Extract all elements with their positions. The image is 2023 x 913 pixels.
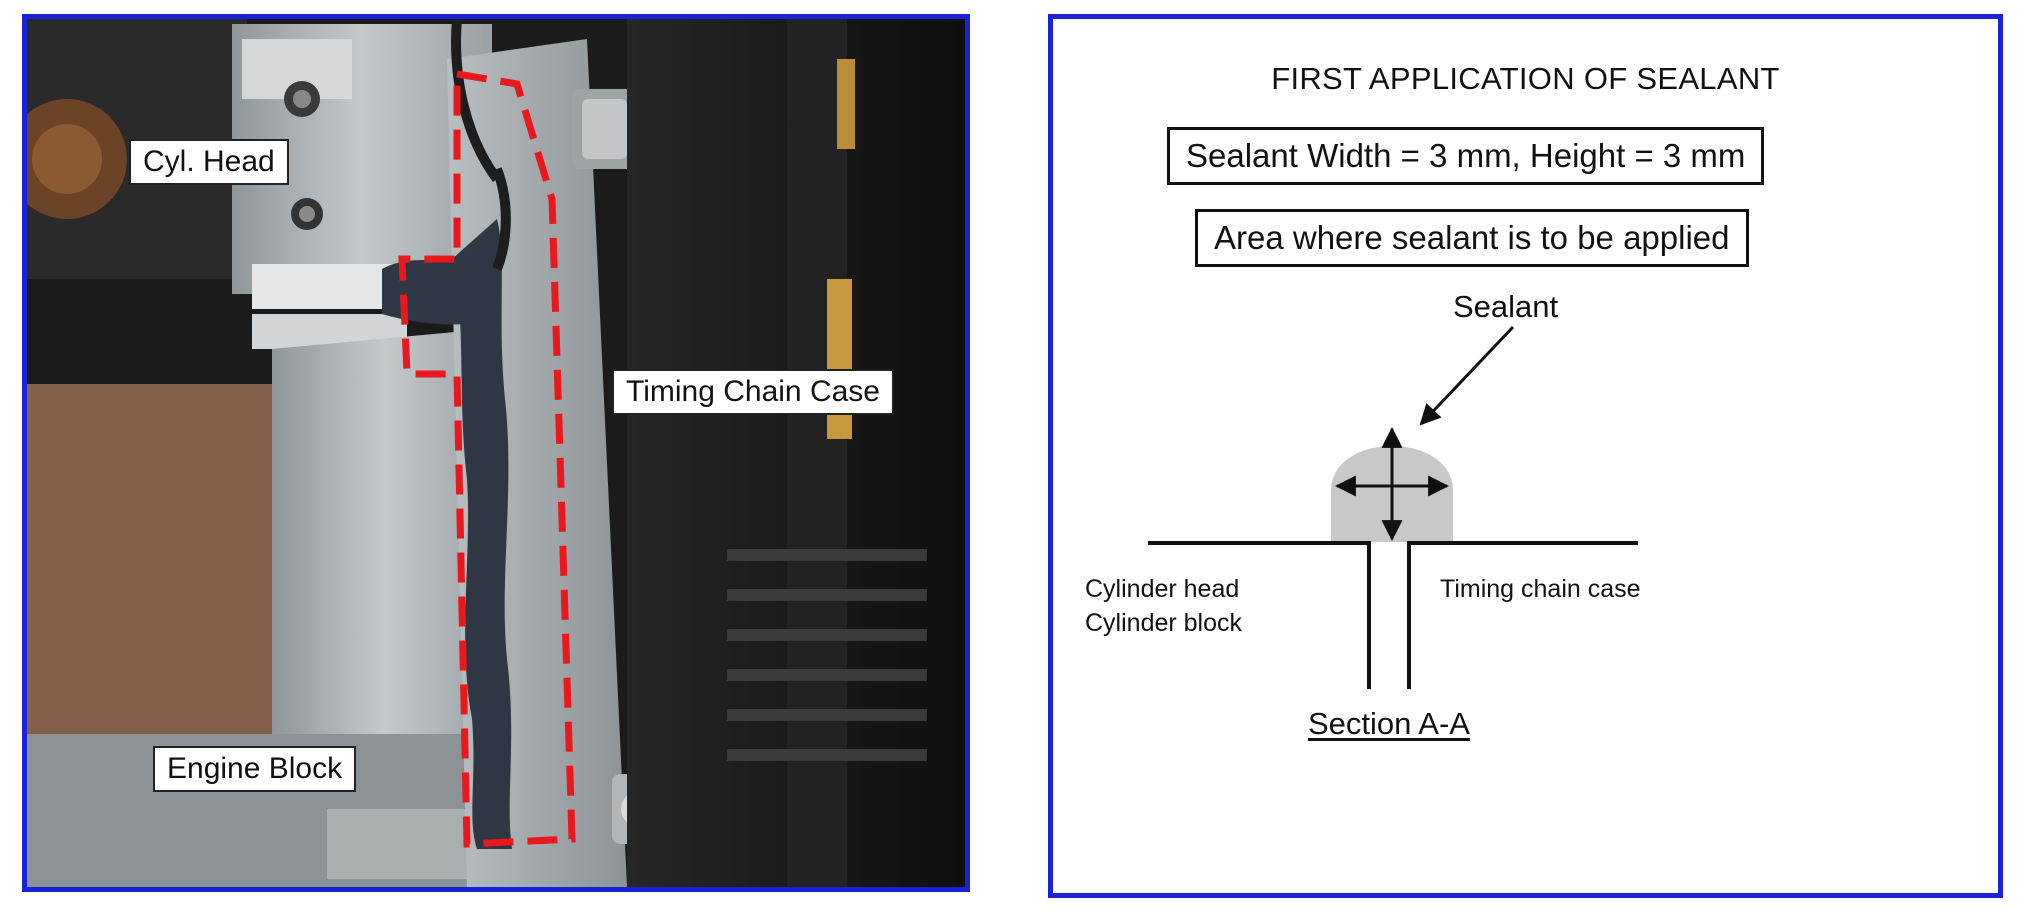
engine-photo-panel: Cyl. Head Timing Chain Case Engine Block — [22, 14, 970, 892]
sealant-diagram-panel: FIRST APPLICATION OF SEALANT Sealant Wid… — [1048, 14, 2003, 898]
timing-chain-case-label: Timing Chain Case — [612, 369, 894, 415]
sealant-area-outline — [398, 69, 576, 848]
timing-chain-case-label-diagram: Timing chain case — [1440, 575, 1641, 603]
cyl-head-label: Cyl. Head — [129, 139, 289, 185]
section-label: Section A-A — [1308, 706, 1470, 741]
sealant-size-box: Sealant Width = 3 mm, Height = 3 mm — [1167, 127, 1765, 185]
cylinder-head-label: Cylinder head — [1085, 575, 1240, 603]
section-diagram — [1148, 325, 1638, 689]
sealant-area-box: Area where sealant is to be applied — [1195, 209, 1749, 267]
cylinder-block-label: Cylinder block — [1085, 609, 1243, 637]
diagram-title: FIRST APPLICATION OF SEALANT — [1271, 61, 1780, 96]
sealant-label: Sealant — [1453, 289, 1559, 324]
engine-photo — [27, 19, 965, 887]
sealant-leader-arrow — [1419, 325, 1515, 426]
engine-block-label: Engine Block — [153, 746, 357, 792]
